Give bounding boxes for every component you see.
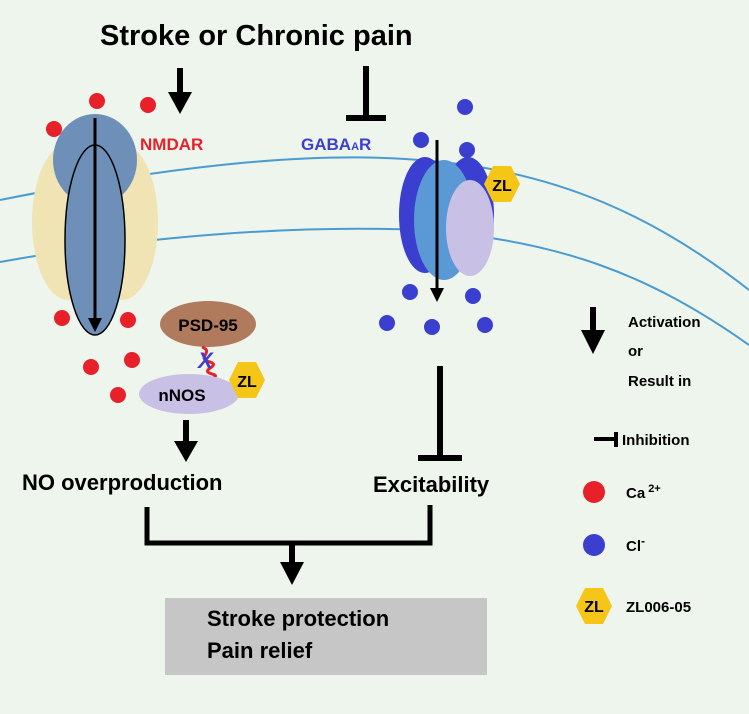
nmdar-label: NMDAR [140, 135, 203, 154]
legend-zl-hexagon-icon: ZL [576, 588, 612, 624]
no-overproduction-label: NO overproduction [22, 470, 222, 495]
calcium-ion [120, 312, 136, 328]
chloride-ion [465, 288, 481, 304]
zl-hexagon-icon: ZL [484, 166, 520, 202]
calcium-ion [124, 352, 140, 368]
outcome-pain-relief: Pain relief [207, 638, 313, 663]
psd95-label: PSD-95 [178, 316, 238, 335]
psd95-ellipse [160, 301, 256, 347]
svg-text:ZL: ZL [584, 599, 604, 616]
inhibition-bar-icon [418, 366, 462, 461]
legend-calcium-icon [583, 481, 605, 503]
chloride-ion [402, 284, 418, 300]
chloride-ions [379, 99, 493, 335]
svg-text:ZL: ZL [237, 374, 257, 391]
converging-bracket [144, 505, 433, 585]
legend-activation-label: Activation [628, 314, 701, 331]
chloride-ion [459, 142, 475, 158]
calcium-ion [54, 310, 70, 326]
chloride-ion [477, 317, 493, 333]
legend-result-in-label: Result in [628, 373, 691, 390]
chloride-ion [413, 132, 429, 148]
activation-arrow-icon [174, 420, 198, 462]
calcium-ion [89, 93, 105, 109]
nmdar-receptor [32, 114, 158, 336]
zl-hexagon-icon: ZL [229, 362, 265, 398]
calcium-ion [46, 121, 62, 137]
legend-inhibition-label: Inhibition [622, 432, 689, 449]
legend-activation-arrow-icon [581, 307, 605, 354]
calcium-ions [46, 93, 156, 403]
legend-or-label: or [628, 343, 643, 360]
excitability-label: Excitability [373, 472, 490, 497]
gaba-label: GABAAR [301, 135, 371, 154]
outcome-box [165, 598, 487, 675]
outcome-stroke-protection: Stroke protection [207, 606, 389, 631]
nnos-label: nNOS [158, 386, 205, 405]
chloride-ion [424, 319, 440, 335]
legend-zl-label: ZL006-05 [626, 599, 691, 616]
gaba-a-receptor [399, 140, 494, 302]
calcium-ion [83, 359, 99, 375]
svg-text:ZL: ZL [492, 178, 512, 195]
uncoupling-x-mark: X [196, 348, 214, 373]
diagram-title: Stroke or Chronic pain [100, 20, 413, 52]
activation-arrow-icon [168, 68, 192, 114]
legend-chloride-icon [583, 534, 605, 556]
legend-inhibition-icon [594, 432, 618, 447]
calcium-ion [110, 387, 126, 403]
chloride-ion [457, 99, 473, 115]
nnos-ellipse [139, 374, 239, 414]
legend-chloride-label: Cl- [626, 534, 645, 555]
chloride-ion [379, 315, 395, 331]
calcium-ion [140, 97, 156, 113]
inhibition-bar-icon [346, 66, 386, 121]
